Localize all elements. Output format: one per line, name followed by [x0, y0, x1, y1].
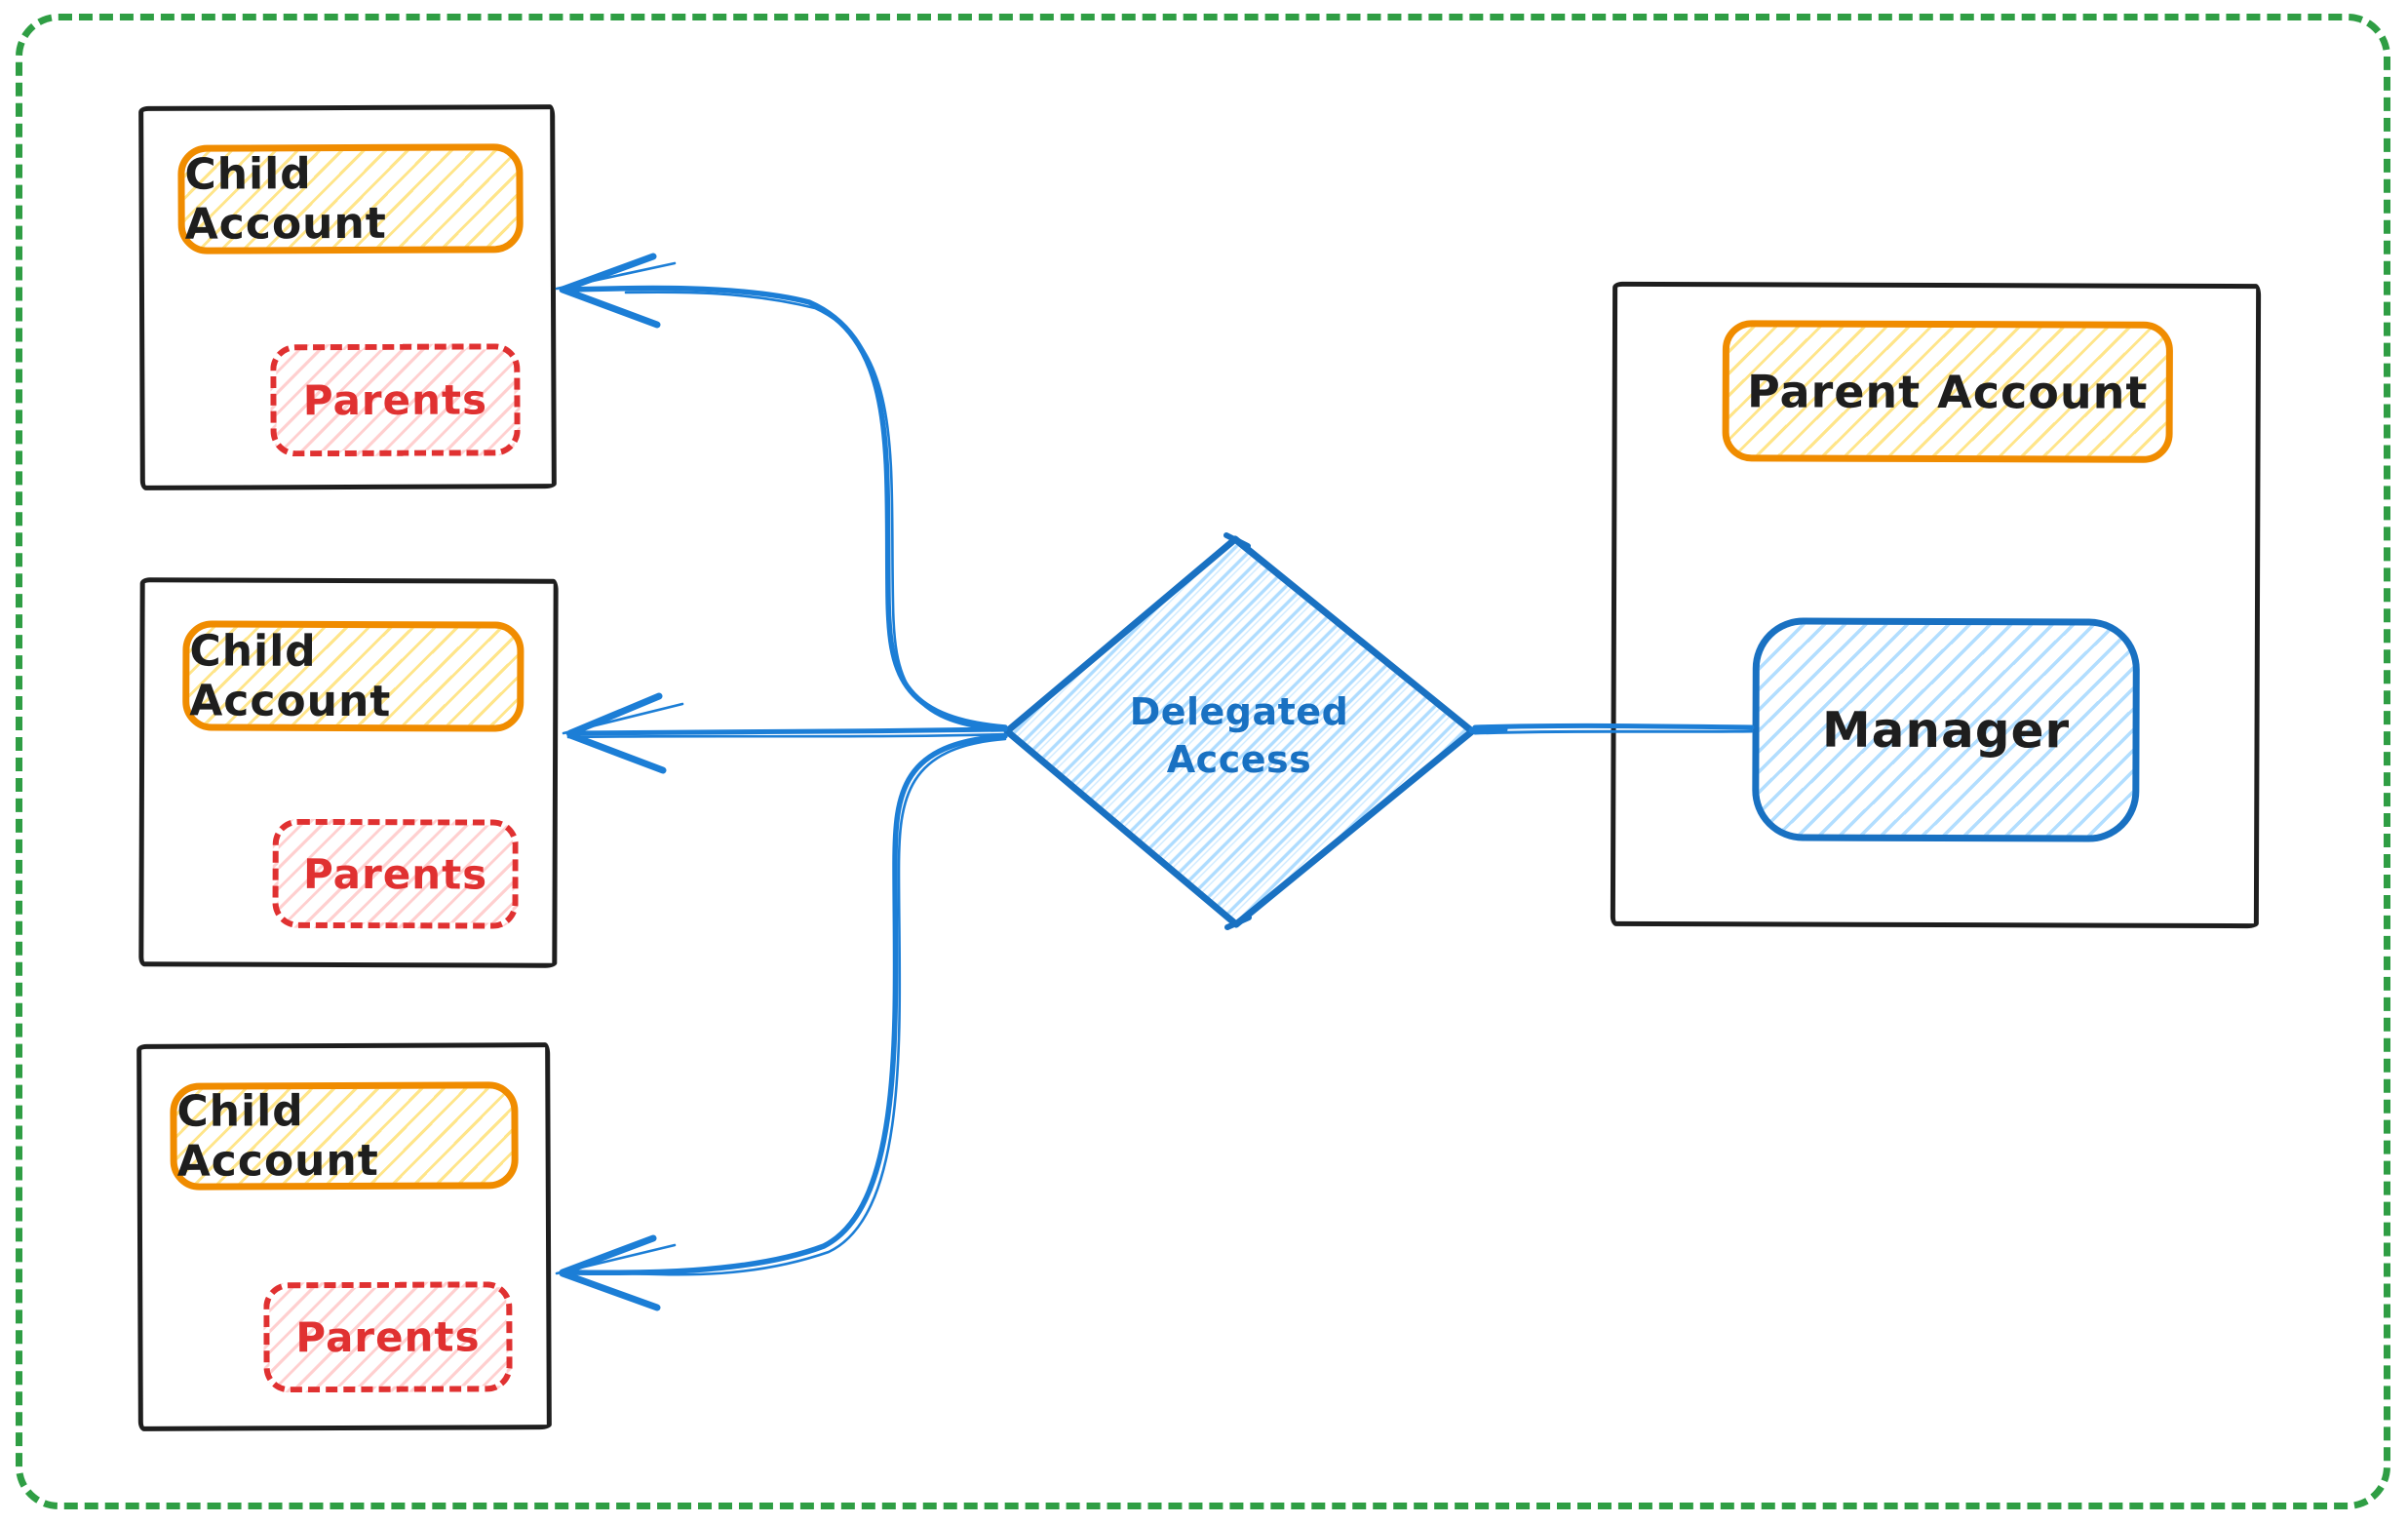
child-account-label-text: Child Account [189, 625, 392, 726]
parents-badge[interactable]: Parents [263, 1281, 513, 1393]
parents-badge-text: Parents [295, 1312, 481, 1362]
parent-account-box[interactable]: Parent Account Manager [1610, 281, 2262, 929]
child-account-label-text: Child Account [184, 149, 387, 250]
parent-account-label-text: Parent Account [1746, 364, 2149, 419]
canvas-dashed-frame [16, 14, 2390, 1509]
parents-badge-text: Parents [302, 849, 488, 898]
child-account-box-1[interactable]: Child Account Parents [138, 104, 557, 490]
child-account-box-3[interactable]: Child Account Parents [136, 1042, 552, 1431]
delegated-access-label: Delegated Access [1111, 678, 1367, 795]
child-account-box-2[interactable]: Child Account Parents [138, 577, 559, 968]
parents-badge[interactable]: Parents [272, 818, 519, 929]
child-account-label[interactable]: Child Account [182, 620, 524, 732]
manager-node-text: Manager [1821, 701, 2071, 759]
parents-badge[interactable]: Parents [270, 343, 521, 457]
parents-badge-text: Parents [302, 375, 488, 425]
child-account-label[interactable]: Child Account [177, 143, 524, 254]
child-account-label[interactable]: Child Account [170, 1081, 519, 1191]
parent-account-label[interactable]: Parent Account [1722, 320, 2174, 463]
delegated-access-label-text: Delegated Access [1129, 690, 1349, 781]
child-account-label-text: Child Account [176, 1086, 379, 1187]
manager-node[interactable]: Manager [1752, 617, 2140, 842]
